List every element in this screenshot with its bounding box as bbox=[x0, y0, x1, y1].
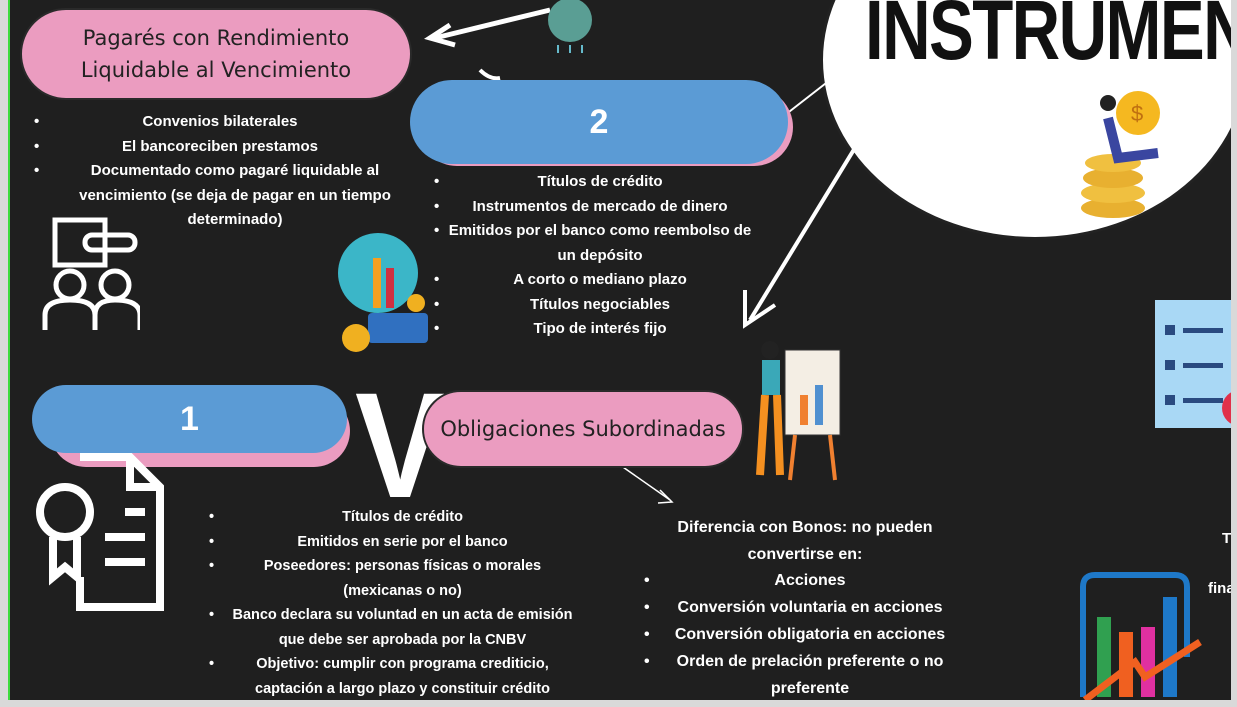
list-item: Tipo de interés fijo bbox=[434, 317, 760, 342]
list-item: Objetivo: cumplir con programa creditici… bbox=[209, 652, 590, 700]
box-1-list: Títulos de crédito Emitidos en serie por… bbox=[209, 505, 590, 700]
arrows bbox=[424, 7, 877, 504]
pagares-title-box: Pagarés con Rendimiento Liquidable al Ve… bbox=[20, 8, 412, 100]
page-title: INSTRUMEN bbox=[865, 0, 1231, 77]
list-item: Convenios bilaterales bbox=[34, 110, 400, 135]
right-partial-text-1: Ti bbox=[1222, 530, 1231, 547]
people-document-icon bbox=[40, 215, 143, 340]
list-item: Orden de prelación preferente o no prefe… bbox=[644, 648, 970, 700]
box-1-label: 1 bbox=[32, 385, 347, 453]
obligaciones-list: Acciones Conversión voluntaria en accion… bbox=[644, 567, 970, 700]
checklist-icon bbox=[1155, 300, 1231, 435]
list-item: Títulos negociables bbox=[434, 293, 760, 318]
list-item: Conversión voluntaria en acciones bbox=[644, 594, 970, 621]
box-2-number: 2 bbox=[589, 102, 609, 141]
list-item: Títulos de crédito bbox=[434, 170, 760, 195]
presenter-illustration bbox=[745, 335, 845, 490]
box-2-label: 2 bbox=[410, 80, 788, 164]
list-item: Poseedores: personas físicas o morales (… bbox=[209, 554, 590, 603]
obligaciones-title-box: Obligaciones Subordinadas bbox=[422, 390, 744, 468]
obligaciones-title: Obligaciones Subordinadas bbox=[440, 417, 726, 441]
list-item: Emitidos en serie por el banco bbox=[209, 530, 590, 555]
slide: INSTRUMEN $ Pagarés con Rendimiento Liqu… bbox=[8, 0, 1231, 700]
pagares-title: Pagarés con Rendimiento Liquidable al Ve… bbox=[80, 26, 352, 82]
list-item: Banco declara su voluntad en un acta de … bbox=[209, 603, 590, 652]
list-item: Emitidos por el banco como reembolso de … bbox=[434, 219, 760, 268]
list-item: Conversión obligatoria en acciones bbox=[644, 621, 970, 648]
box-1-number: 1 bbox=[180, 399, 199, 438]
obligaciones-intro: Diferencia con Bonos: no pueden converti… bbox=[677, 519, 933, 563]
list-item: A corto o mediano plazo bbox=[434, 268, 760, 293]
chip-icon bbox=[540, 0, 600, 55]
certificate-icon bbox=[35, 452, 170, 617]
list-item: Acciones bbox=[644, 567, 970, 594]
growth-chart-icon bbox=[1075, 572, 1205, 700]
list-item: El bancoreciben prestamos bbox=[34, 135, 400, 160]
svg-text:$: $ bbox=[1131, 101, 1143, 126]
list-item: Títulos de crédito bbox=[209, 505, 590, 530]
list-item: Instrumentos de mercado de dinero bbox=[434, 195, 760, 220]
coin-person-illustration: $ bbox=[1078, 88, 1178, 218]
box-2-list: Títulos de crédito Instrumentos de merca… bbox=[434, 170, 760, 342]
list-item: Documentado como pagaré liquidable al ve… bbox=[34, 159, 400, 233]
globe-finance-icon bbox=[338, 228, 433, 363]
right-partial-text-2: fina bbox=[1208, 580, 1231, 597]
pagares-list: Convenios bilaterales El bancoreciben pr… bbox=[34, 110, 400, 233]
